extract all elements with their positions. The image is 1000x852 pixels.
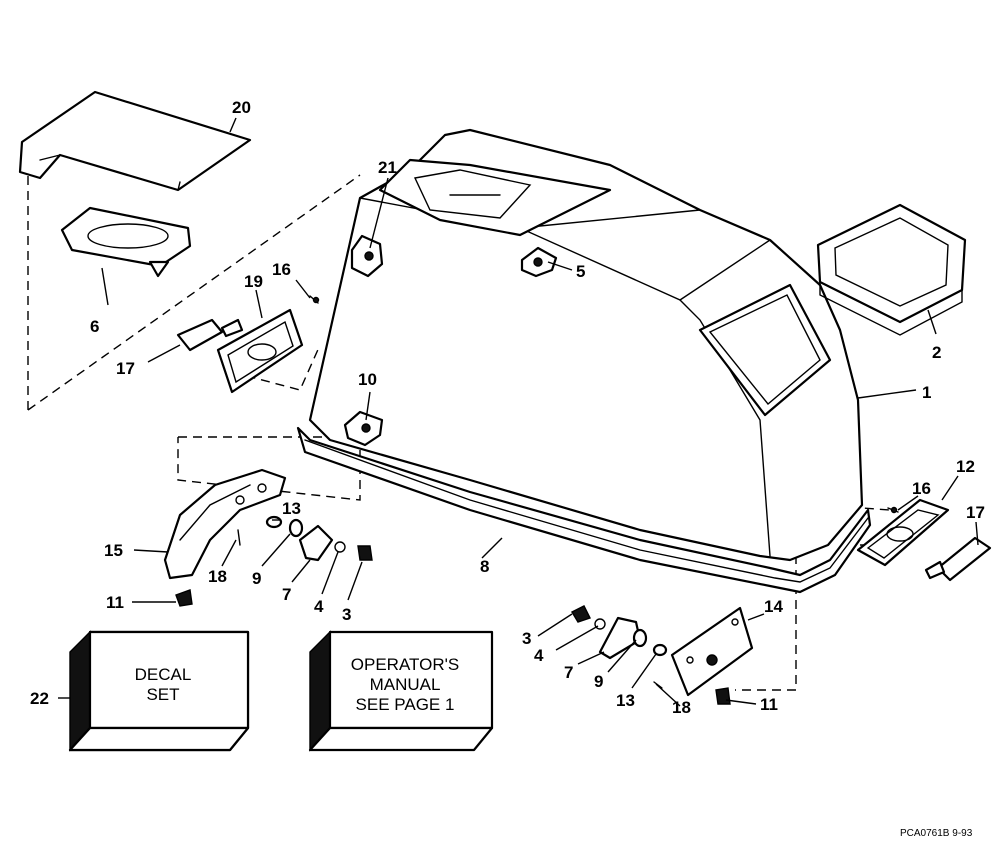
label-13-left: 13 [282, 499, 301, 518]
part-20-cover-lid [18, 90, 252, 192]
part-10-knob [343, 410, 384, 447]
part-12-grommet-right [856, 498, 950, 567]
hardware-right [571, 605, 731, 705]
label-6: 6 [90, 317, 99, 336]
part-14-latch-plate [670, 606, 754, 697]
label-5: 5 [576, 262, 585, 281]
label-9-right: 9 [594, 672, 603, 691]
label-16-right: 16 [912, 479, 931, 498]
label-18-left: 18 [208, 567, 227, 586]
label-7-left: 7 [282, 585, 291, 604]
label-16-left: 16 [272, 260, 291, 279]
decal-box-line2: SET [146, 685, 179, 704]
label-3-left: 3 [342, 605, 351, 624]
manual-box-line2: MANUAL [370, 675, 441, 694]
label-2: 2 [932, 343, 941, 362]
part-22-decal-set-box: DECAL SET [58, 630, 250, 752]
label-7-right: 7 [564, 663, 573, 682]
part-21-knob [350, 234, 384, 278]
label-15: 15 [104, 541, 123, 560]
label-4-right: 4 [534, 646, 544, 665]
label-17-left: 17 [116, 359, 135, 378]
label-11-right: 11 [760, 695, 778, 714]
label-1: 1 [922, 383, 931, 402]
manual-box-line1: OPERATOR'S [351, 655, 459, 674]
label-21: 21 [378, 158, 397, 177]
label-14: 14 [764, 597, 783, 616]
part-15-latch-bracket [163, 468, 287, 580]
label-11-left: 11 [106, 593, 124, 612]
label-8: 8 [480, 557, 489, 576]
part-8-lower-seal [296, 426, 872, 594]
label-12: 12 [956, 457, 975, 476]
label-4-left: 4 [314, 597, 324, 616]
operators-manual-box: OPERATOR'S MANUAL SEE PAGE 1 [308, 630, 494, 752]
part-2-window-insert [816, 203, 967, 336]
part-17-plug-left [176, 318, 244, 352]
label-22: 22 [30, 689, 49, 708]
decal-box-line1: DECAL [135, 665, 192, 684]
figure-code: PCA0761B 9-93 [900, 828, 973, 839]
label-10: 10 [358, 370, 377, 389]
callout-labels: 20 21 16 19 6 17 5 2 10 1 12 16 17 13 8 … [30, 98, 985, 717]
part-5-knob [520, 246, 558, 278]
label-19: 19 [244, 272, 263, 291]
part-16-screw-left [309, 295, 320, 304]
label-13-right: 13 [616, 691, 635, 710]
leader-lines [101, 117, 979, 707]
part-16-screw-right [887, 506, 899, 514]
label-9-left: 9 [252, 569, 261, 588]
label-3-right: 3 [522, 629, 531, 648]
label-17-right: 17 [966, 503, 985, 522]
part-1-motor-cover [308, 128, 864, 562]
part-17-plug-right [924, 536, 992, 582]
manual-box-line3: SEE PAGE 1 [356, 695, 455, 714]
part-19-grommet-left [216, 308, 304, 394]
label-18-right: 18 [672, 698, 691, 717]
label-20: 20 [232, 98, 251, 117]
part-6-grommet-plate [60, 206, 192, 278]
